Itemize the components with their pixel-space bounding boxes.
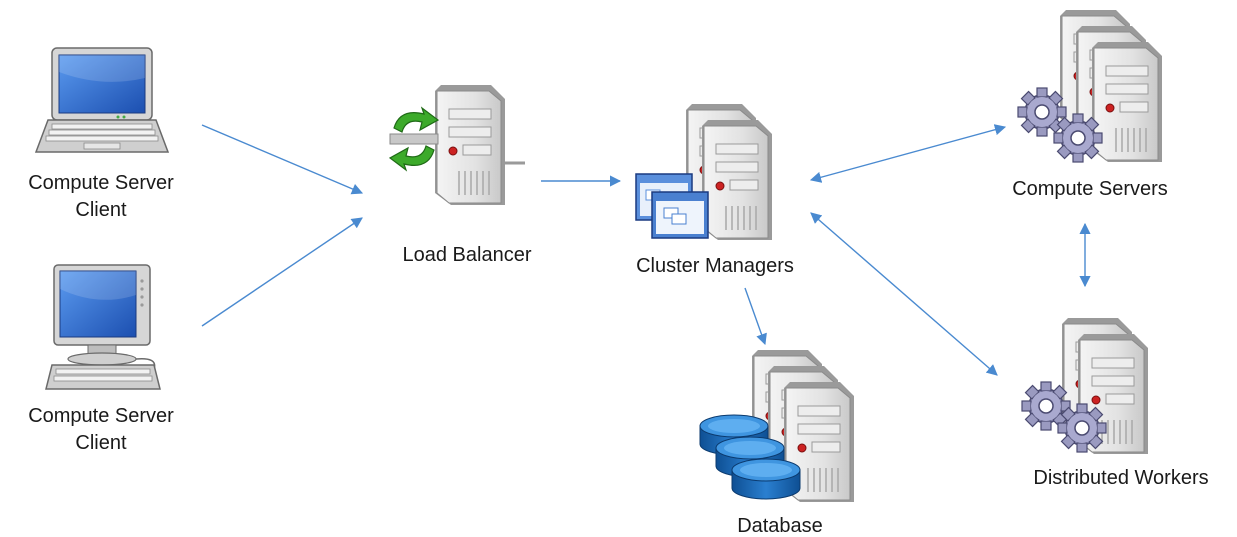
desktop-computer-icon (45, 264, 161, 390)
arrow-managers-distributed-workers (810, 212, 998, 376)
recycle-arrows-icon (388, 106, 440, 172)
cluster-managers-label: Cluster Managers (636, 255, 794, 277)
database-label: Database (737, 515, 823, 537)
connector-arrows (201, 124, 1091, 376)
compute-servers-label: Compute Servers (1012, 178, 1168, 200)
client-top-label-line1: Compute Server (28, 172, 174, 194)
client-top-label-line2: Client (75, 199, 127, 221)
client-top-label: Compute Server Client (6, 170, 196, 224)
client-bottom-label-line2: Client (75, 432, 127, 454)
arrow-managers-compute-servers (809, 124, 1007, 183)
laptop-icon (34, 47, 170, 153)
arrow-managers-to-database (744, 287, 767, 346)
load-balancer-label: Load Balancer (402, 244, 532, 266)
distributed-workers-label: Distributed Workers (1033, 467, 1209, 489)
load-balancer-server-icon (434, 84, 525, 206)
window-panels-icon (635, 173, 709, 239)
arrow-client-top-to-lb (201, 124, 364, 195)
arrow-client-bottom-to-lb (201, 217, 363, 327)
client-bottom-label: Compute Server Client (6, 403, 196, 457)
client-bottom-label-line1: Compute Server (28, 405, 174, 427)
